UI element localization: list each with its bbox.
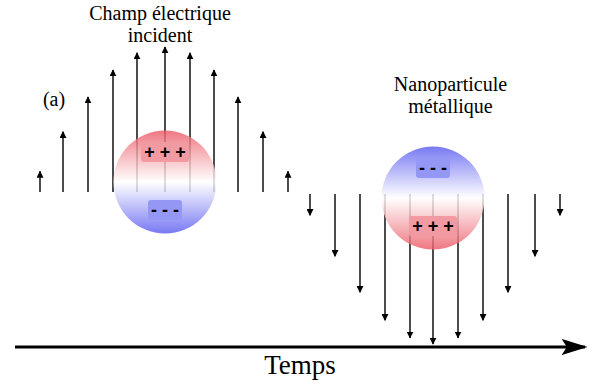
particle-label: Nanoparticule métallique	[368, 73, 533, 117]
field-arrow	[39, 171, 40, 192]
metal-nanoparticle: - - - + + +	[381, 146, 485, 250]
field-arrow	[559, 194, 560, 215]
field-arrow	[262, 132, 263, 192]
field-arrow	[112, 70, 113, 192]
charge-signs: + + +	[141, 142, 189, 162]
charge-area: - - - + + +	[381, 146, 485, 250]
field-arrow	[482, 194, 483, 320]
charge-signs: + + +	[409, 216, 457, 236]
metal-nanoparticle: + + + - - -	[113, 130, 217, 234]
panel-letter: (a)	[34, 88, 74, 110]
field-arrow	[359, 194, 360, 292]
field-arrow	[62, 132, 63, 192]
field-arrow	[334, 194, 335, 256]
field-arrow	[507, 194, 508, 292]
charge-signs: - - -	[148, 200, 182, 220]
field-arrow	[309, 194, 310, 215]
field-arrow	[287, 171, 288, 192]
field-arrow	[237, 97, 238, 192]
field-arrows	[40, 47, 560, 344]
field-label: Champ électrique incident	[70, 2, 250, 46]
axis-label: Temps	[220, 350, 380, 380]
charge-signs: - - -	[416, 158, 450, 178]
field-arrow	[87, 97, 88, 192]
time-axis	[15, 346, 585, 349]
sphere	[382, 147, 485, 250]
charge-area: + + + - - -	[113, 130, 217, 234]
field-arrow	[534, 194, 535, 256]
sphere	[114, 131, 217, 234]
